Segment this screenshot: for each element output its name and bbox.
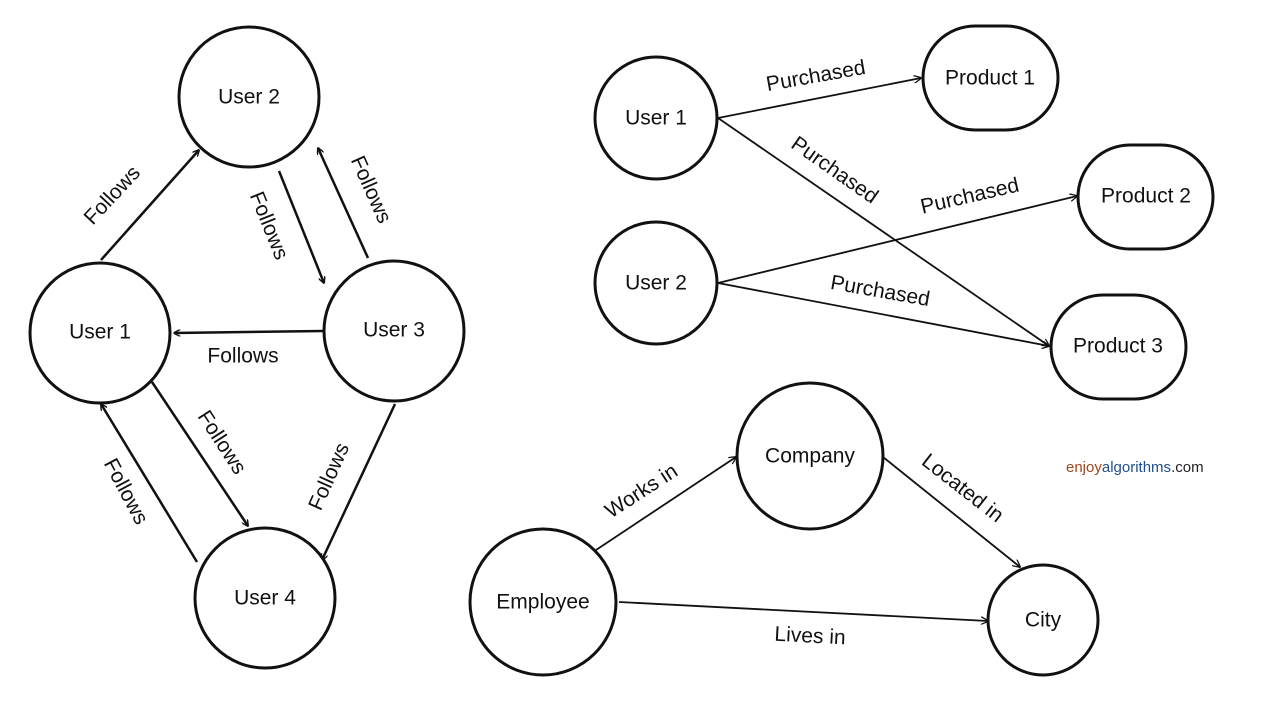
node-employee: Employee: [468, 527, 618, 677]
edge-u3-follows-u1: [174, 331, 324, 333]
brand-watermark: enjoyalgorithms.com: [1066, 459, 1204, 476]
edge-employee-works-in-company: [595, 457, 736, 551]
edge-label-u2-p2: Purchased: [918, 174, 1021, 219]
edge-label-located-in: Located in: [917, 449, 1008, 527]
edge-u3-follows-u2: [318, 148, 370, 259]
node-buyer-user-2: User 2: [593, 220, 719, 346]
node-user-4: User 4: [193, 526, 337, 670]
brand-part-enjoy: enjoy: [1066, 459, 1102, 476]
edge-u3-follows-u4: [322, 403, 397, 560]
node-label: Product 1: [945, 67, 1035, 90]
brand-part-algorithms: algorithms: [1102, 459, 1171, 476]
node-city: City: [986, 563, 1100, 677]
node-product-3: Product 3: [1049, 293, 1188, 401]
node-buyer-user-1: User 1: [593, 55, 719, 181]
node-label: Employee: [496, 591, 589, 614]
edge-label-u4-u1: Follows: [99, 455, 153, 529]
edge-u2-purchased-p3: [717, 282, 1049, 346]
edge-label-works-in: Works in: [601, 459, 682, 523]
edge-label-u1-p1: Purchased: [764, 56, 867, 96]
edge-u1-purchased-p1: [717, 78, 921, 119]
node-user-1: User 1: [28, 261, 172, 405]
edge-label-u3-u2: Follows: [346, 152, 396, 226]
node-user-3: User 3: [322, 259, 466, 403]
edge-u1-follows-u2: [100, 150, 199, 261]
node-label: User 2: [625, 272, 687, 295]
node-label: User 3: [363, 319, 425, 342]
edge-label-lives-in: Lives in: [774, 623, 846, 650]
edge-label-u1-u2: Follows: [80, 161, 145, 229]
node-product-1: Product 1: [921, 24, 1060, 132]
edge-label-u2-p3: Purchased: [829, 271, 932, 311]
edge-u2-follows-u3: [277, 170, 324, 283]
social-graph: Follows Follows Follows Follows Follows …: [28, 25, 466, 670]
node-company: Company: [735, 381, 885, 531]
edge-label-u1-p3: Purchased: [787, 132, 882, 208]
node-label: Company: [765, 445, 855, 468]
edge-label-u2-u3: Follows: [245, 188, 293, 263]
node-label: City: [1025, 609, 1062, 632]
node-product-2: Product 2: [1076, 143, 1215, 251]
edge-label-u3-u1: Follows: [207, 345, 278, 368]
edge-u4-follows-u1: [101, 404, 199, 563]
node-label: User 1: [625, 107, 687, 130]
edge-label-u1-u4: Follows: [193, 406, 251, 478]
purchases-graph: Purchased Purchased Purchased Purchased …: [593, 24, 1215, 401]
edge-label-u3-u4: Follows: [304, 439, 354, 513]
node-label: User 2: [218, 86, 280, 109]
node-label: Product 2: [1101, 185, 1191, 208]
edge-u2-purchased-p2: [717, 196, 1077, 284]
node-user-2: User 2: [177, 25, 321, 169]
edge-u1-purchased-p3: [717, 117, 1049, 346]
node-label: User 4: [234, 587, 296, 610]
edge-company-located-in-city: [882, 456, 1020, 567]
employee-graph: Works in Located in Lives in Employee Co…: [468, 381, 1100, 677]
node-label: User 1: [69, 321, 131, 344]
edge-u1-follows-u4: [150, 381, 248, 526]
node-label: Product 3: [1073, 335, 1163, 358]
edge-employee-lives-in-city: [618, 601, 988, 621]
brand-part-domain: .com: [1171, 459, 1204, 476]
